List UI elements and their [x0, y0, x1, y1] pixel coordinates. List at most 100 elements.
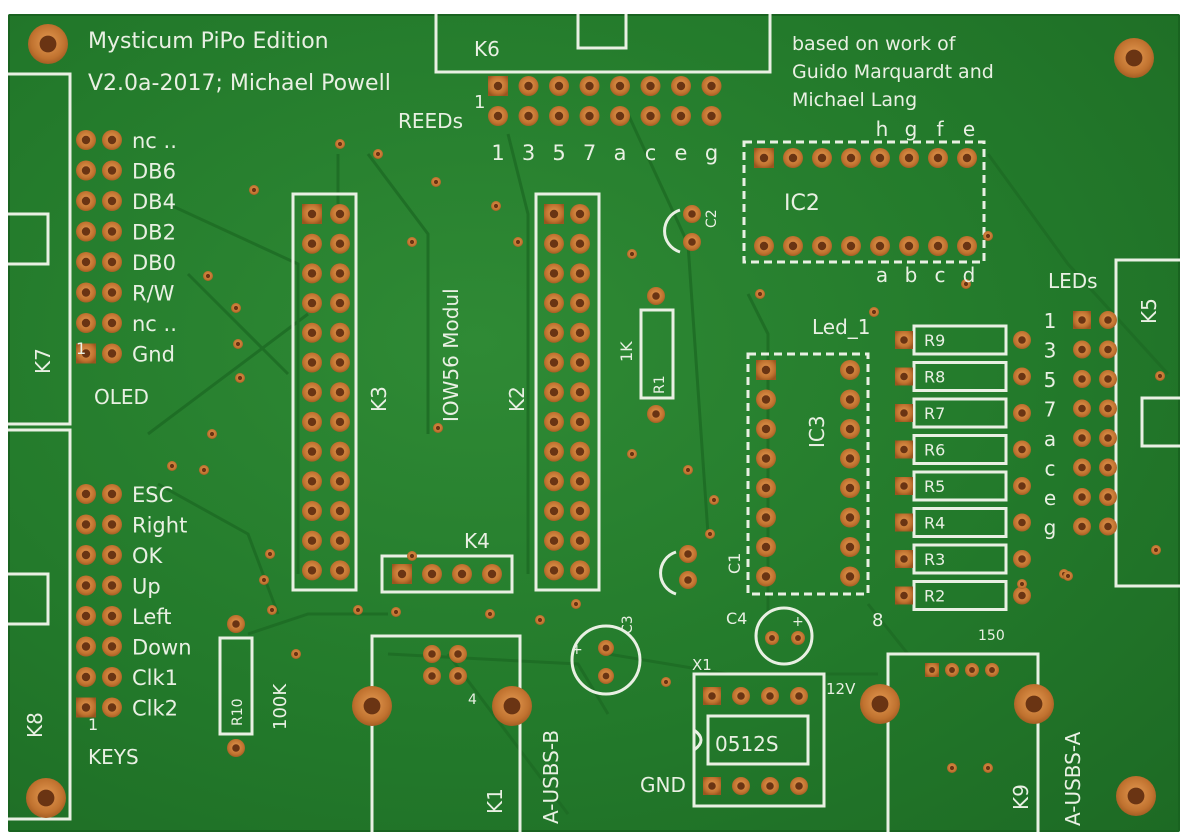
reed-pin-label-5: c: [645, 141, 657, 165]
resistor-pad-a-5: [895, 513, 913, 532]
oled-pin-label-0: nc ..: [132, 129, 177, 153]
c1-label: C1: [725, 553, 744, 574]
oled-pad-a-5: [76, 282, 96, 303]
k7-label: K7: [31, 348, 55, 374]
k4-label: K4: [464, 529, 490, 553]
resistor-pad-b-7: [1013, 586, 1031, 605]
pcb-artwork: Mysticum PiPo Edition V2.0a-2017; Michae…: [8, 14, 1180, 832]
reed-pin-label-3: 7: [583, 141, 596, 165]
c1-outline: [659, 550, 677, 596]
via-23: [983, 231, 993, 241]
k3-pad-a-5: [302, 352, 322, 373]
resistor-pad-b-0: [1013, 331, 1031, 349]
via-34: [407, 551, 417, 561]
resistor-outline-6: [912, 543, 1008, 575]
led-pad-a-0: [1073, 311, 1091, 329]
k9-outline: [886, 652, 1040, 832]
k2-pad-b-1: [570, 233, 590, 254]
via-16: [627, 449, 637, 459]
keys-pad-b-1: [102, 514, 122, 535]
k3-outline: [291, 192, 358, 592]
via-30: [267, 605, 277, 615]
led-pin-label-6: e: [1044, 486, 1056, 510]
reed-pin-label-6: e: [675, 141, 688, 165]
ic3-pad-a-2: [756, 419, 776, 439]
reed-pad-top-4: [610, 76, 630, 96]
k3-pad-a-3: [302, 293, 322, 314]
resistor-pad-a-3: [895, 440, 913, 459]
k2-pad-b-2: [570, 263, 590, 284]
reed-pad-top-6: [671, 76, 691, 96]
oled-pad-a-1: [76, 160, 96, 181]
k9-pad-2: [965, 663, 979, 677]
reed-pad-bottom-6: [671, 106, 691, 126]
via-10: [431, 177, 441, 187]
via-36: [535, 615, 545, 625]
k4-pin4: 4: [468, 692, 477, 708]
ic3-pad-b-4: [840, 478, 860, 498]
reed-pin-label-7: g: [705, 141, 718, 165]
led-pin-label-5: c: [1045, 457, 1056, 481]
x1-pad-top-3: [790, 687, 808, 705]
c3-outline: [570, 624, 642, 696]
reed-pin-label-4: a: [614, 141, 627, 165]
oled-pin-label-4: DB0: [132, 251, 176, 275]
keys-pad-a-7: [76, 697, 96, 718]
k4-outline: [380, 554, 514, 594]
mounting-hole-2: [26, 778, 66, 818]
keys-pin-label-0: ESC: [132, 483, 173, 507]
keys-pad-b-7: [102, 697, 122, 718]
ic2-pad-bottom-3: [841, 236, 861, 256]
oled-pin-label-1: DB6: [132, 160, 176, 184]
k2-pad-a-4: [544, 322, 564, 343]
k1-usb-label: A-USBS-B: [539, 730, 563, 824]
oled-pin-label-7: Gnd: [132, 343, 175, 367]
k9-pad-1: [945, 663, 959, 677]
k9-usb-label: A-USBS-A: [1061, 731, 1085, 826]
keys-pad-b-0: [102, 484, 122, 504]
via-24: [1155, 371, 1165, 381]
k2-pad-a-9: [544, 471, 564, 492]
c3-plus: +: [571, 642, 583, 658]
via-7: [199, 465, 209, 475]
keys-pin-label-3: Up: [132, 575, 161, 599]
x1-pad-top-2: [761, 687, 779, 705]
board-version: V2.0a-2017; Michael Powell: [88, 71, 391, 96]
k2-pad-b-0: [570, 204, 590, 224]
reed-pin-label-1: 3: [522, 141, 535, 165]
resistor-pin8: 8: [872, 610, 883, 631]
led-pad-b-7: [1099, 517, 1117, 536]
ic3-pad-a-4: [756, 478, 776, 498]
ic3-pad-a-6: [756, 537, 776, 557]
oled-pad-b-6: [102, 313, 122, 333]
oled-pin-label-6: nc ..: [132, 312, 177, 336]
k2-label: K2: [505, 386, 529, 412]
k3-pad-b-3: [330, 293, 350, 314]
k3-pad-b-7: [330, 411, 350, 432]
k8-outline: [8, 428, 72, 821]
ic2-pad-top-2: [812, 148, 832, 168]
k5-notch: [1140, 396, 1180, 448]
reed-pad-bottom-2: [549, 106, 569, 126]
leds-label: LEDs: [1048, 269, 1098, 293]
via-15: [627, 249, 637, 259]
k1-aux-pad-2: [423, 667, 441, 685]
via-1: [203, 271, 213, 281]
mounting-hole-7: [1014, 684, 1054, 724]
r10-label: R10: [230, 698, 246, 726]
via-32: [353, 605, 363, 615]
c4-plus: +: [792, 614, 804, 630]
resistor-pad-a-1: [895, 367, 913, 386]
r10-pad-bottom: [227, 739, 245, 757]
k2-pad-b-9: [570, 471, 590, 492]
resistor-pad-b-2: [1013, 404, 1031, 422]
k6-notch: [576, 14, 628, 50]
k2-pad-a-1: [544, 233, 564, 254]
ic3-outline: [746, 352, 870, 596]
k9-pad-3: [985, 663, 999, 677]
resistor-pad-b-3: [1013, 440, 1031, 459]
reeds-label: REEDs: [398, 109, 463, 133]
led-pad-b-2: [1099, 370, 1117, 388]
credits-line-1: based on work of: [792, 33, 957, 55]
k3-pad-a-9: [302, 471, 322, 492]
